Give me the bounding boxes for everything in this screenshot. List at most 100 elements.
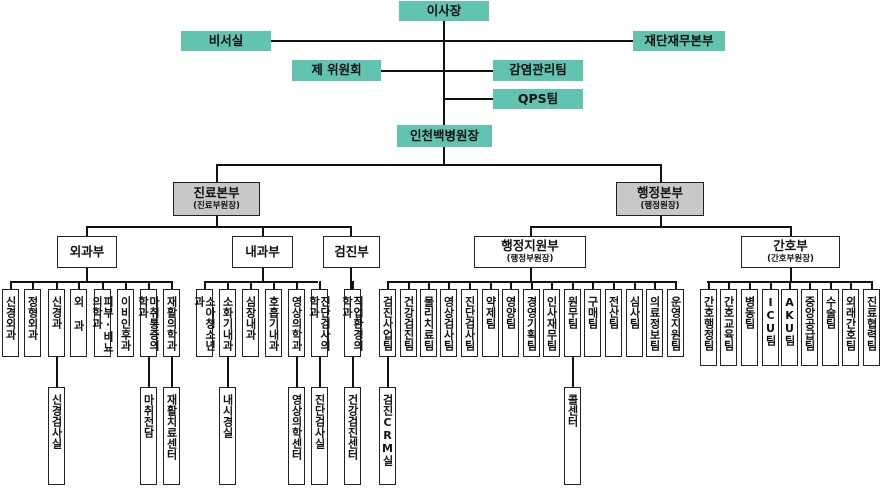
- nursing-team: 진료협력팀: [863, 289, 880, 366]
- connector-line: [350, 226, 352, 236]
- support-team: 검진사업팀: [379, 289, 396, 357]
- connector-line: [660, 215, 662, 227]
- connector-line: [634, 281, 636, 289]
- nursing-team: ICU팀: [762, 289, 779, 366]
- internal-dept: 소화기내과: [219, 289, 236, 357]
- nursing-team-label: 간호행정팀: [702, 296, 715, 351]
- connector-line: [443, 20, 445, 125]
- connector-line: [387, 357, 389, 387]
- nursing-team-label: 진료협력팀: [865, 296, 878, 351]
- nursing-team-label: 외래간호팀: [844, 296, 857, 351]
- connector-line: [790, 267, 792, 281]
- surgery-dept-label: 마취통증의학과: [136, 296, 161, 351]
- connector-line: [444, 98, 494, 100]
- connector-line: [227, 281, 229, 289]
- connector-line: [56, 357, 58, 387]
- medical-hq-box: 진료본부 (진료부원장): [173, 182, 260, 216]
- connector-line: [204, 281, 206, 289]
- internal-dept: 진단검사의학과: [307, 289, 332, 357]
- internal-dept-sub-label: 영상의학센터: [290, 394, 303, 460]
- support-team-label: 운영지원팀: [669, 296, 682, 351]
- connector-line: [660, 164, 662, 182]
- internal-dept: 영상의학과: [288, 289, 305, 357]
- connector-line: [125, 281, 127, 289]
- surgery-dept-label: 신경과: [50, 296, 63, 329]
- nursing-team: AKU팀: [781, 289, 798, 366]
- connector-line: [319, 357, 321, 387]
- support-team: 전산팀: [605, 289, 622, 357]
- connector-line: [789, 281, 791, 289]
- connector-line: [654, 281, 656, 289]
- surgery-dept-label: 재활의학과: [165, 296, 178, 351]
- support-team-sub: 콜센터: [564, 387, 581, 485]
- nursing-team: 간호행정팀: [700, 289, 717, 366]
- surgery-dept-sub-label: 재활치료센터: [165, 394, 178, 460]
- connector-line: [530, 226, 792, 228]
- connector-line: [10, 281, 172, 283]
- nursing-division-box: 간호부 (간호부원장): [741, 236, 840, 268]
- nursing-division-title: 간호부: [773, 237, 808, 253]
- checkup-dept-label: 직업환경의학과: [340, 296, 365, 351]
- secretary-box: 비서실: [181, 31, 271, 51]
- connector-line: [86, 226, 88, 236]
- internal-dept-label: 영상의학과: [290, 296, 303, 351]
- surgery-dept: 외 과: [70, 289, 87, 357]
- surgery-dept-sub: 신경검사실: [48, 387, 65, 485]
- support-team: 의료정보팀: [646, 289, 663, 357]
- medical-hq-title: 진료본부: [193, 184, 240, 200]
- connector-line: [531, 281, 533, 289]
- checkup-dept-sub-label: 건강검진센터: [346, 394, 359, 460]
- nursing-team-label: 수술팀: [824, 296, 837, 329]
- surgery-dept-sub-label: 마취전담: [142, 394, 155, 438]
- support-team: 구매팀: [584, 289, 601, 357]
- internal-dept: 소아청소년과: [192, 289, 217, 357]
- nursing-team: 중앙공급팀: [801, 289, 818, 366]
- surgery-dept: 이비인후과: [117, 289, 134, 357]
- connector-line: [227, 357, 229, 387]
- connector-line: [86, 226, 352, 228]
- connector-line: [205, 281, 318, 283]
- connector-line: [469, 281, 471, 289]
- connector-line: [352, 357, 354, 387]
- connector-line: [770, 281, 772, 289]
- support-team: 건강검진팀: [400, 289, 417, 357]
- connector-line: [216, 215, 218, 227]
- connector-line: [387, 281, 389, 289]
- nursing-team: 간호교육팀: [720, 289, 737, 366]
- surgery-division-box: 외과부: [57, 236, 117, 268]
- surgery-dept-sub: 마취전담: [140, 387, 157, 485]
- support-team-sub-label: 검진CRM실: [381, 394, 394, 466]
- admin-hq-box: 행정본부 (행정원장): [616, 182, 704, 216]
- connector-line: [850, 281, 852, 289]
- internal-dept-label: 진단검사의학과: [307, 296, 332, 351]
- connector-line: [216, 164, 661, 166]
- connector-line: [675, 281, 677, 289]
- surgery-dept-label: 외 과: [72, 296, 85, 331]
- connector-line: [270, 40, 634, 42]
- internal-dept-label: 소아청소년과: [192, 296, 217, 351]
- support-team: 심사팀: [626, 289, 643, 357]
- support-team-label: 전산팀: [607, 296, 620, 329]
- nursing-team: 수술팀: [822, 289, 839, 366]
- surgery-dept: 정형외과: [24, 289, 41, 357]
- surgery-dept-sub: 재활치료센터: [163, 387, 180, 485]
- connector-line: [613, 281, 615, 289]
- support-division-title: 행정지원부: [501, 237, 559, 253]
- support-team: 운영지원팀: [667, 289, 684, 357]
- checkup-dept-sub: 건강검진센터: [344, 387, 361, 485]
- connector-line: [551, 281, 553, 289]
- connector-line: [572, 357, 574, 387]
- nursing-team-label: 간호교육팀: [722, 296, 735, 351]
- support-team-sub: 검진CRM실: [379, 387, 396, 485]
- connector-line: [102, 281, 104, 289]
- internal-division-box: 내과부: [232, 236, 293, 268]
- connector-line: [148, 281, 150, 289]
- surgery-dept: 피부·비뇨의학과: [90, 289, 115, 357]
- nursing-division-subtitle: (간호부원장): [767, 254, 814, 265]
- surgery-dept-label: 피부·비뇨의학과: [90, 296, 115, 353]
- internal-dept-label: 호흡기내과: [267, 296, 280, 351]
- connector-line: [216, 164, 218, 182]
- connector-line: [171, 357, 173, 387]
- connector-line: [530, 267, 532, 281]
- connector-line: [171, 281, 173, 289]
